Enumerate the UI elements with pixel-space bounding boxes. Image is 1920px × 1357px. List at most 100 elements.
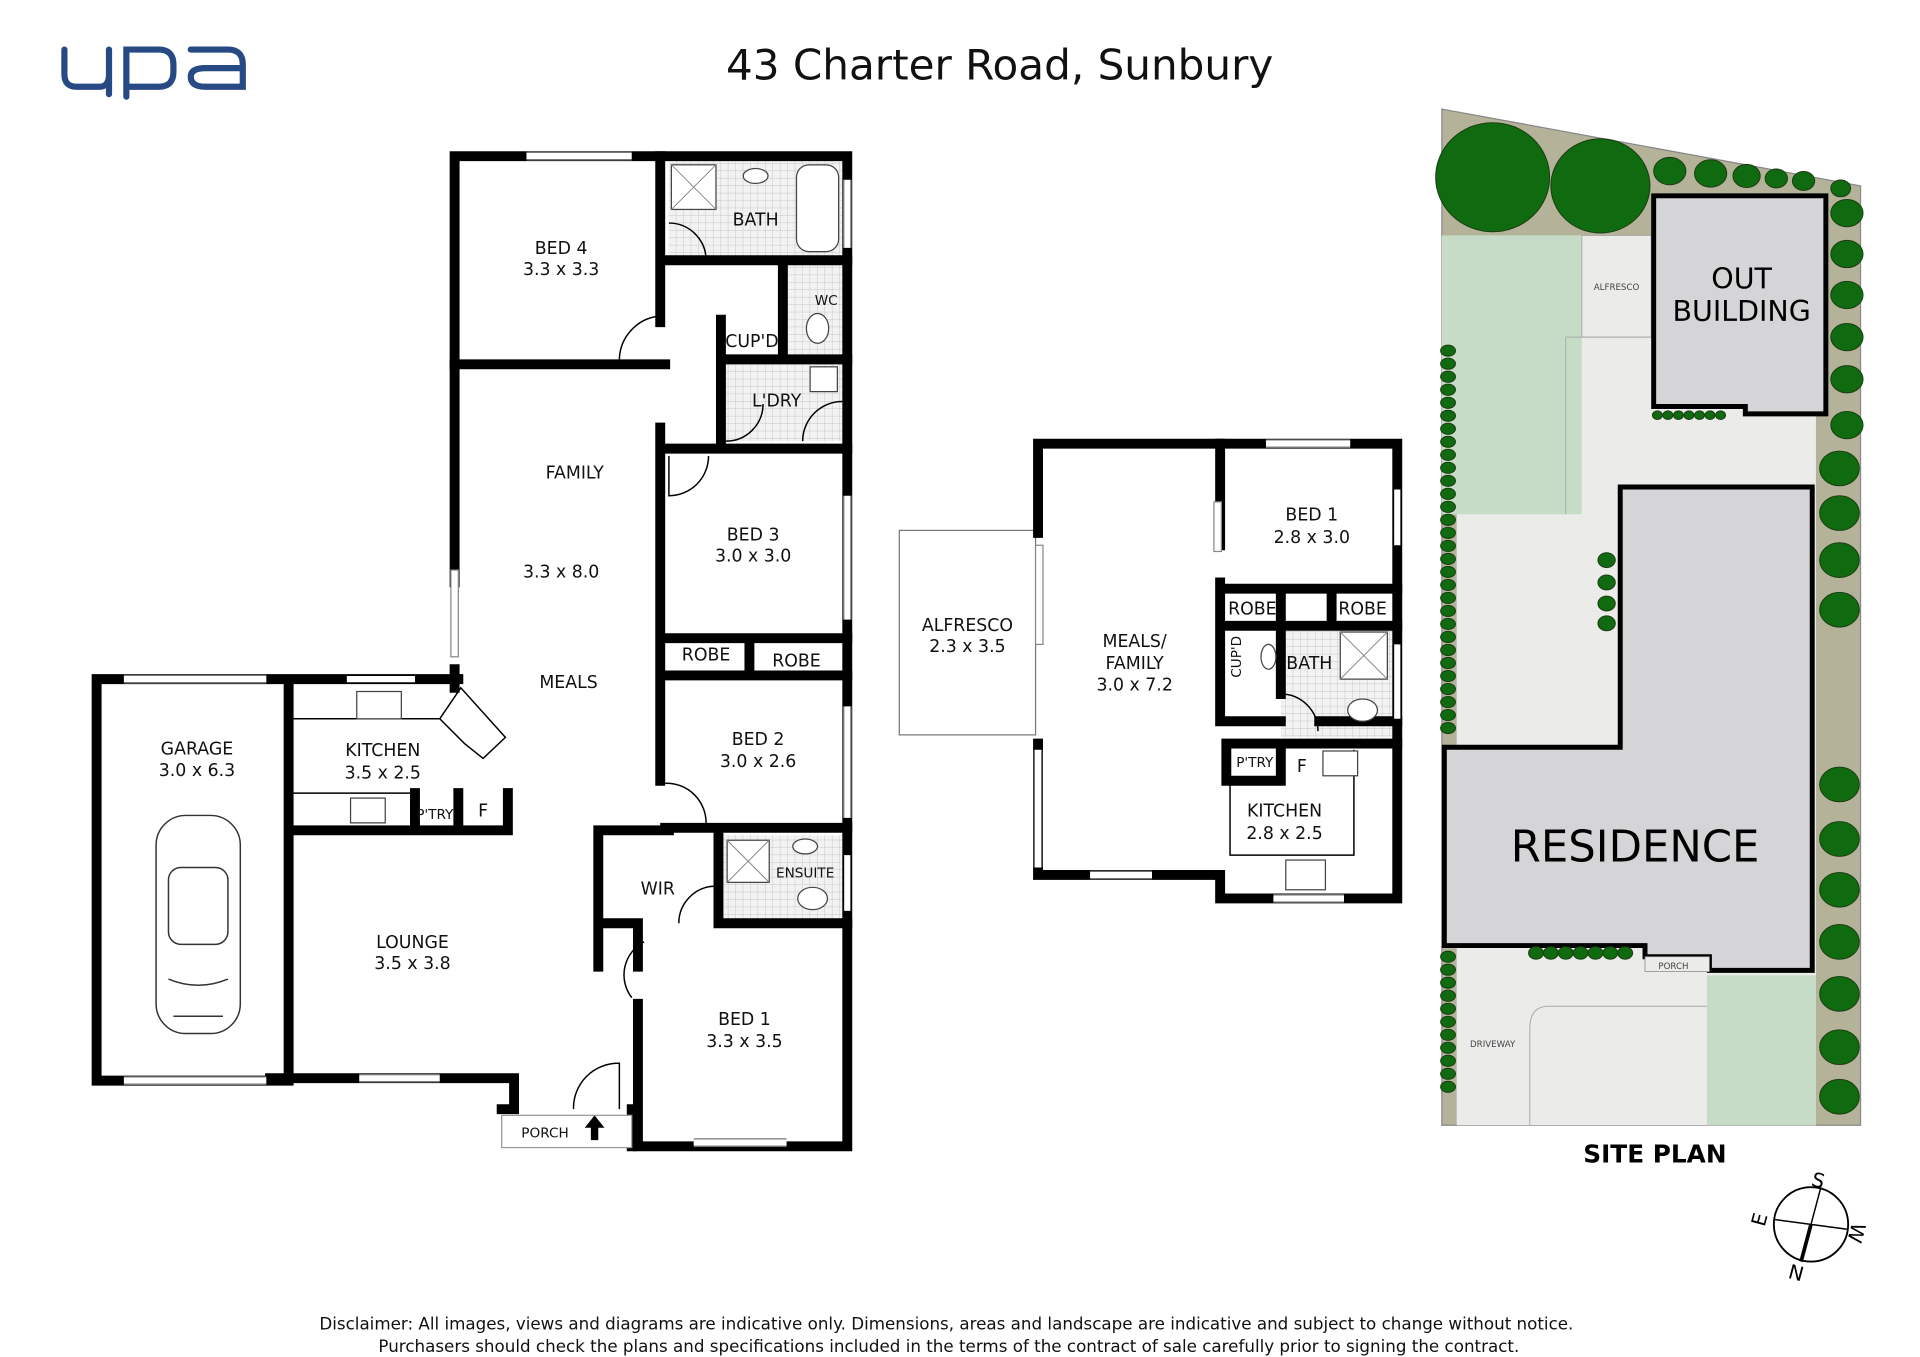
tree-icon [1440, 357, 1456, 370]
compass-icon: S W N E [1747, 1168, 1869, 1285]
tree-icon [1819, 871, 1860, 908]
site-driveway: DRIVEWAY [1470, 1040, 1516, 1050]
room-alfresco: ALFRESCO [922, 616, 1013, 636]
room-bed1: BED 1 [1285, 505, 1338, 525]
tree-icon [1440, 1002, 1456, 1015]
room-bed3: BED 3 [727, 525, 780, 545]
tree-icon [1440, 630, 1456, 644]
tree-icon [1791, 170, 1816, 191]
tree-icon [1557, 946, 1574, 960]
tree-icon [1819, 821, 1860, 857]
tree-icon [1819, 1029, 1860, 1066]
tree-icon [1694, 159, 1728, 188]
room-size: 3.5 x 2.5 [345, 763, 421, 783]
page-title: 43 Charter Road, Sunbury [726, 40, 1273, 89]
site-alfresco: ALFRESCO [1594, 283, 1640, 293]
tree-icon [1440, 604, 1456, 618]
room-robe: ROBE [1228, 600, 1277, 620]
room-pantry: P'TRY [1236, 755, 1274, 771]
trees [1435, 122, 1864, 1115]
tree-icon [1440, 539, 1456, 552]
tree-icon [1440, 721, 1456, 735]
compass-s: S [1809, 1168, 1827, 1193]
tree-icon [1819, 923, 1860, 960]
tree-icon [1572, 946, 1589, 960]
room-size: 2.8 x 2.5 [1246, 824, 1322, 844]
tree-icon [1830, 365, 1864, 394]
tree-icon [1764, 168, 1788, 189]
tree-icon [1830, 322, 1864, 352]
tree-icon [1602, 946, 1619, 960]
room-bath: BATH [733, 211, 779, 231]
tree-icon [1440, 656, 1456, 670]
car-icon [155, 814, 242, 1035]
room-size: 3.0 x 2.6 [720, 752, 796, 772]
tree-icon [1440, 591, 1456, 605]
tree-icon [1440, 500, 1456, 513]
tree-icon [1673, 410, 1684, 420]
tree-icon [1440, 461, 1456, 474]
tree-icon [1617, 946, 1634, 960]
site-outbuilding: OUT [1711, 263, 1772, 296]
tree-icon [1528, 946, 1544, 960]
tree-icon [1440, 682, 1456, 696]
tree-icon [1683, 410, 1695, 420]
room-size: 3.0 x 6.3 [159, 761, 235, 781]
tree-icon [1440, 526, 1456, 539]
fridge-label: F [1297, 757, 1307, 777]
tree-icon [1440, 695, 1456, 709]
entry-arrow-icon [584, 1115, 605, 1141]
tree-icon [1440, 976, 1456, 989]
tree-icon [1440, 1028, 1456, 1041]
room-kitchen: KITCHEN [1247, 802, 1322, 822]
tree-icon [1830, 239, 1864, 269]
tree-icon [1819, 1078, 1860, 1115]
tree-icon [1830, 280, 1864, 310]
room-kitchen: KITCHEN [345, 741, 420, 761]
room-garage: GARAGE [161, 740, 234, 760]
room-porch: PORCH [521, 1126, 568, 1142]
tree-icon [1819, 591, 1860, 628]
room-size: 3.3 x 3.3 [523, 260, 599, 280]
room-size: 3.0 x 3.0 [715, 546, 791, 566]
tree-icon [1830, 199, 1864, 228]
tree-icon [1440, 950, 1456, 963]
room-bed1: BED 1 [718, 1010, 771, 1030]
tree-icon [1597, 595, 1616, 612]
room-meals: MEALS [539, 673, 597, 693]
room-bath: BATH [1286, 654, 1332, 674]
tree-icon [1715, 410, 1727, 420]
compass-n: N [1786, 1259, 1806, 1285]
tree-icon [1440, 643, 1456, 657]
room-meals-family-2: FAMILY [1106, 654, 1165, 674]
tree-icon [1653, 156, 1687, 186]
room-robe: ROBE [1338, 600, 1387, 620]
tree-icon [1440, 513, 1456, 526]
tree-icon [1440, 1067, 1456, 1080]
room-ensuite: ENSUITE [776, 865, 834, 881]
room-wir: WIR [641, 880, 675, 900]
tree-icon [1732, 163, 1761, 189]
tree-icon [1440, 708, 1456, 722]
tree-icon [1819, 976, 1860, 1012]
site-plan: ALFRESCO OUT BUILDING RESIDENCE PORCH DR… [1435, 108, 1870, 1285]
tree-icon [1704, 410, 1716, 420]
tree-icon [1651, 410, 1663, 420]
tree-icon [1440, 383, 1456, 396]
ypa-logo [61, 46, 246, 100]
tree-icon [1542, 946, 1559, 960]
tree-icon [1694, 410, 1705, 420]
site-residence: RESIDENCE [1511, 822, 1760, 872]
tree-icon [1662, 410, 1674, 420]
tree-icon [1440, 370, 1456, 383]
room-labels: BED 4 3.3 x 3.3 BATH WC CUP'D L'DRY FAMI… [159, 211, 838, 1142]
room-size: 3.5 x 3.8 [374, 954, 450, 974]
tree-icon [1550, 138, 1651, 234]
tree-icon [1440, 552, 1456, 565]
compass-w: W [1842, 1220, 1869, 1245]
room-wc: WC [815, 293, 838, 309]
room-family: FAMILY [546, 463, 605, 483]
tree-icon [1440, 617, 1456, 631]
tree-icon [1440, 578, 1456, 592]
